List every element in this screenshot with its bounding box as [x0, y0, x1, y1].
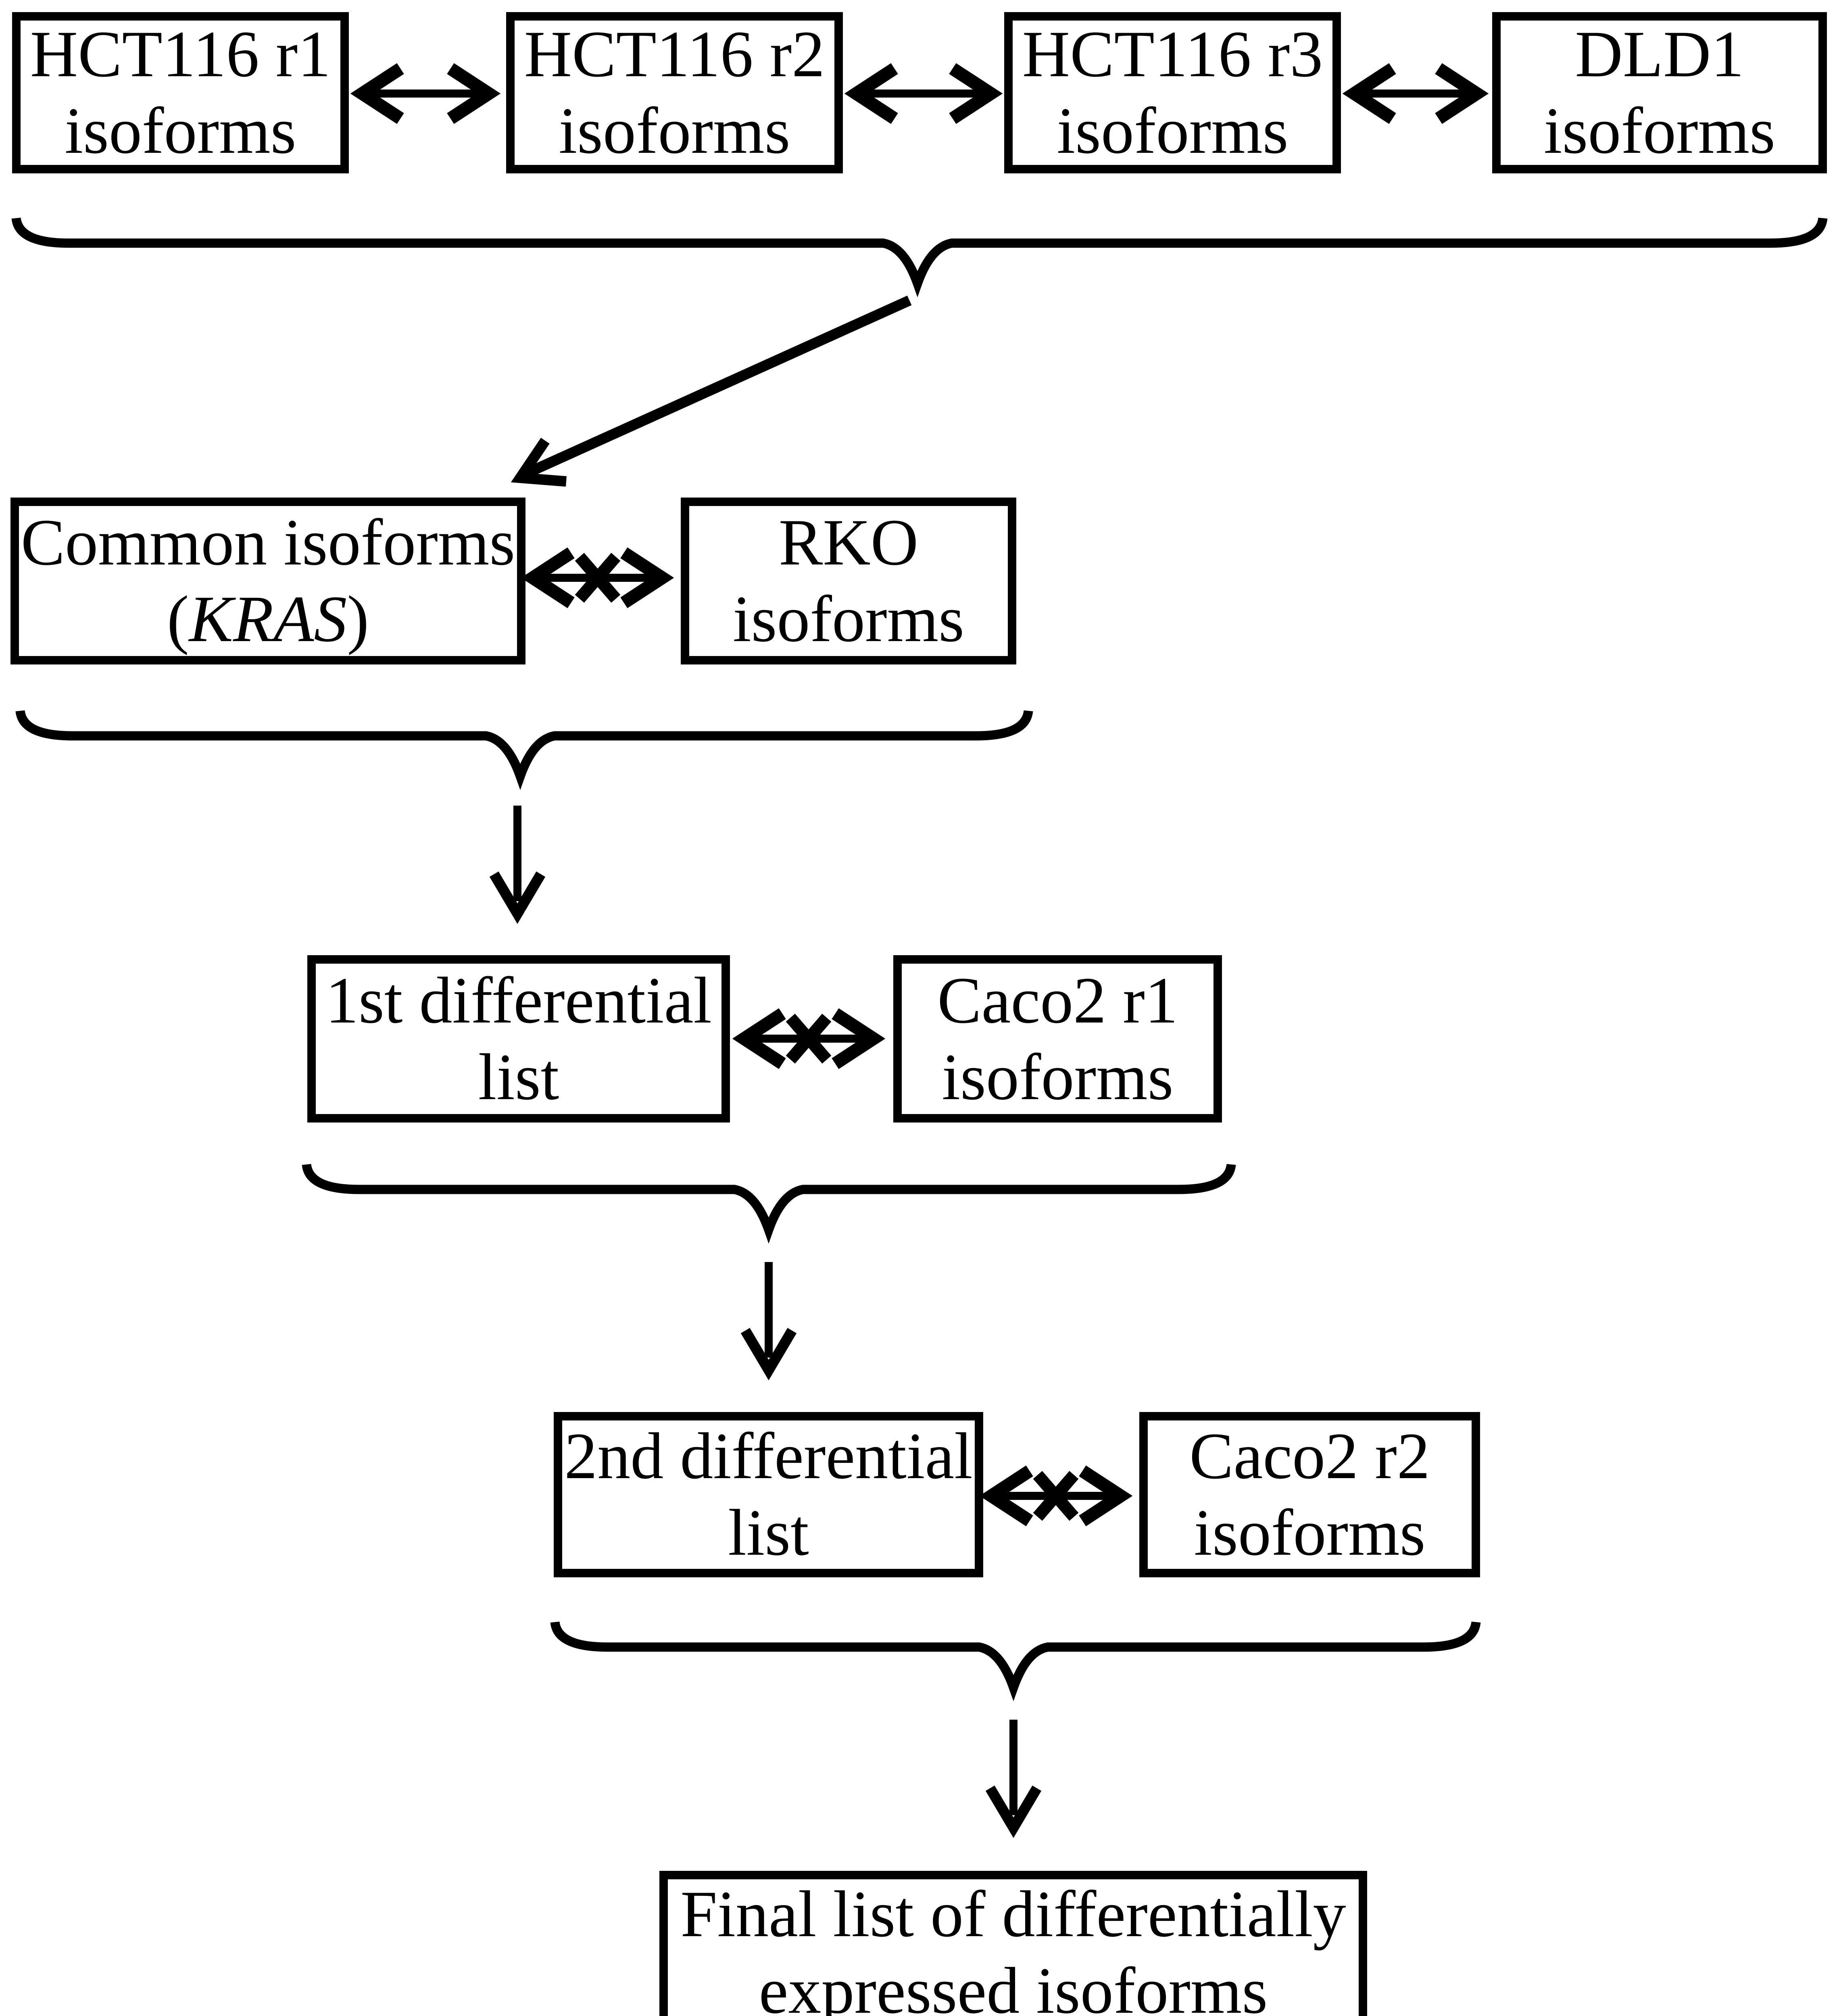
brace-diff1-caco1: [302, 1164, 1236, 1244]
node-label-line: RKO: [778, 506, 919, 579]
node-label-line: isoforms: [942, 1040, 1174, 1114]
node-label-line: isoforms: [65, 94, 296, 167]
node-label-line: isoforms: [1057, 94, 1289, 167]
node-label-line: Caco2 r1: [937, 964, 1178, 1037]
node-label-line: list: [478, 1040, 559, 1114]
node-label-line: 2nd differential: [564, 1420, 973, 1493]
node-label-line: (KRAS): [167, 581, 369, 658]
down-arrow-icon: [985, 1720, 1042, 1838]
crossed-double-arrow-icon: [521, 547, 674, 608]
node-1st-differential-list: 1st differential list: [307, 955, 730, 1123]
double-arrow-icon: [844, 63, 1003, 124]
node-label-line: Final list of differentially: [680, 1877, 1346, 1951]
down-arrow-icon: [489, 806, 546, 924]
node-hct116-r1: HCT116 r1 isoforms: [12, 12, 349, 173]
node-2nd-differential-list: 2nd differential list: [554, 1412, 983, 1577]
node-hct116-r3: HCT116 r3 isoforms: [1004, 12, 1341, 173]
node-label-line: expressed isoforms: [759, 1954, 1268, 2016]
double-arrow-icon: [350, 63, 501, 124]
node-dld1: DLD1 isoforms: [1492, 12, 1827, 173]
node-label-line: isoforms: [1194, 1496, 1426, 1569]
paren-close: ): [347, 583, 369, 656]
node-label-line: HCT116 r1: [30, 18, 331, 91]
node-label-line: HCT116 r2: [524, 18, 825, 91]
node-hct116-r2: HCT116 r2 isoforms: [506, 12, 843, 173]
node-label-line: DLD1: [1575, 18, 1744, 91]
brace-top-row: [11, 217, 1828, 298]
node-caco2-r1: Caco2 r1 isoforms: [893, 955, 1222, 1123]
node-rko: RKO isoforms: [681, 498, 1016, 664]
node-label-line: isoforms: [733, 583, 964, 656]
gene-name: KRAS: [189, 583, 347, 656]
node-label-line: isoforms: [559, 94, 790, 167]
node-label-line: Caco2 r2: [1189, 1420, 1430, 1493]
double-arrow-icon: [1342, 63, 1489, 124]
down-arrow-icon: [740, 1262, 797, 1381]
node-final-list: Final list of differentially expressed i…: [659, 1871, 1367, 2016]
crossed-double-arrow-icon: [732, 1008, 886, 1069]
paren-open: (: [167, 583, 189, 656]
node-common-isoforms: Common isoforms (KRAS): [10, 498, 525, 664]
node-label-line: HCT116 r3: [1022, 18, 1323, 91]
brace-diff2-caco2: [550, 1621, 1481, 1702]
crossed-double-arrow-icon: [979, 1465, 1133, 1527]
node-label-line: 1st differential: [325, 964, 712, 1037]
brace-common-rko: [15, 710, 1033, 790]
node-caco2-r2: Caco2 r2 isoforms: [1139, 1412, 1480, 1577]
node-label-line: isoforms: [1544, 94, 1775, 167]
node-label-line: Common isoforms: [21, 506, 515, 579]
node-label-line: list: [728, 1496, 809, 1569]
diagonal-arrow-icon: [511, 296, 912, 487]
